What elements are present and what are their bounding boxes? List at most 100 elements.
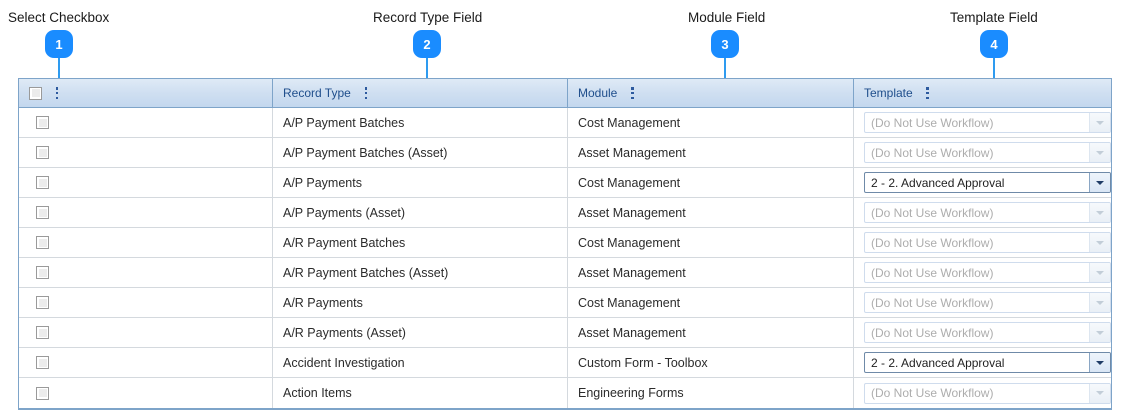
row-select-cell[interactable] bbox=[19, 348, 273, 377]
template-dropdown[interactable]: (Do Not Use Workflow) bbox=[864, 112, 1111, 133]
table-row[interactable]: A/P Payments (Asset)Asset Management (Do … bbox=[19, 198, 1111, 228]
row-checkbox[interactable] bbox=[36, 356, 49, 369]
chevron-down-icon[interactable] bbox=[1089, 353, 1110, 372]
chevron-down-glyph bbox=[1096, 270, 1104, 275]
row-checkbox[interactable] bbox=[36, 386, 49, 400]
cell-record-type: A/P Payment Batches (Asset) bbox=[273, 138, 568, 167]
chevron-down-glyph bbox=[1096, 150, 1104, 155]
template-dropdown[interactable]: (Do Not Use Workflow) bbox=[864, 142, 1111, 163]
column-header-select[interactable] bbox=[19, 79, 273, 107]
row-checkbox[interactable] bbox=[36, 116, 49, 129]
template-dropdown[interactable]: (Do Not Use Workflow) bbox=[864, 232, 1111, 253]
cell-template: (Do Not Use Workflow) bbox=[854, 198, 1111, 227]
row-select-cell[interactable] bbox=[19, 198, 273, 227]
callout-label-4: Template Field bbox=[950, 10, 1038, 25]
template-dropdown[interactable]: (Do Not Use Workflow) bbox=[864, 382, 1111, 404]
template-dropdown[interactable]: (Do Not Use Workflow) bbox=[864, 262, 1111, 283]
callout-stem-1 bbox=[58, 58, 60, 80]
cell-record-type: A/P Payments (Asset) bbox=[273, 198, 568, 227]
callout-badge-2: 2 bbox=[413, 30, 441, 58]
cell-template: (Do Not Use Workflow) bbox=[854, 288, 1111, 317]
column-header-template[interactable]: Template bbox=[854, 79, 1111, 107]
cell-module: Asset Management bbox=[568, 198, 854, 227]
template-dropdown[interactable]: 2 - 2. Advanced Approval bbox=[864, 172, 1111, 193]
chevron-down-icon[interactable] bbox=[1089, 203, 1110, 222]
template-dropdown-value: (Do Not Use Workflow) bbox=[871, 295, 994, 310]
record-type-workflow-table: Record Type Module Template A/P Payment … bbox=[18, 78, 1112, 410]
row-checkbox[interactable] bbox=[36, 266, 49, 279]
row-checkbox[interactable] bbox=[36, 146, 49, 159]
cell-module: Cost Management bbox=[568, 168, 854, 197]
chevron-down-icon[interactable] bbox=[1089, 383, 1110, 403]
column-menu-icon-template[interactable] bbox=[922, 86, 934, 100]
cell-template: (Do Not Use Workflow) bbox=[854, 378, 1111, 408]
template-dropdown-value: (Do Not Use Workflow) bbox=[871, 205, 994, 220]
table-row[interactable]: A/R Payments (Asset)Asset Management(Do … bbox=[19, 318, 1111, 348]
row-select-cell[interactable] bbox=[19, 378, 273, 408]
row-select-cell[interactable] bbox=[19, 318, 273, 347]
row-checkbox[interactable] bbox=[36, 176, 49, 189]
row-select-cell[interactable] bbox=[19, 168, 273, 197]
row-checkbox[interactable] bbox=[36, 296, 49, 309]
table-row[interactable]: A/P Payment Batches (Asset)Asset Managem… bbox=[19, 138, 1111, 168]
row-select-cell[interactable] bbox=[19, 288, 273, 317]
cell-module: Asset Management bbox=[568, 258, 854, 287]
chevron-down-icon[interactable] bbox=[1089, 323, 1110, 342]
cell-module: Custom Form - Toolbox bbox=[568, 348, 854, 377]
template-dropdown[interactable]: (Do Not Use Workflow) bbox=[864, 292, 1111, 313]
row-select-cell[interactable] bbox=[19, 228, 273, 257]
cell-record-type: A/R Payment Batches bbox=[273, 228, 568, 257]
callout-badge-4: 4 bbox=[980, 30, 1008, 58]
template-dropdown-value: (Do Not Use Workflow) bbox=[871, 386, 994, 400]
column-header-record-type[interactable]: Record Type bbox=[273, 79, 568, 107]
cell-template: 2 - 2. Advanced Approval bbox=[854, 168, 1111, 197]
chevron-down-icon[interactable] bbox=[1089, 263, 1110, 282]
chevron-down-icon[interactable] bbox=[1089, 173, 1110, 192]
column-menu-icon-record-type[interactable] bbox=[360, 86, 372, 100]
column-menu-icon-module[interactable] bbox=[626, 86, 638, 100]
cell-module: Asset Management bbox=[568, 138, 854, 167]
template-dropdown-value: (Do Not Use Workflow) bbox=[871, 115, 994, 130]
chevron-down-glyph bbox=[1096, 360, 1104, 365]
template-dropdown[interactable]: (Do Not Use Workflow) bbox=[864, 322, 1111, 343]
callout-badge-1: 1 bbox=[45, 30, 73, 58]
column-header-module[interactable]: Module bbox=[568, 79, 854, 107]
chevron-down-glyph bbox=[1096, 180, 1104, 185]
table-row[interactable]: A/R Payment Batches (Asset)Asset Managem… bbox=[19, 258, 1111, 288]
cell-module: Cost Management bbox=[568, 108, 854, 137]
template-dropdown-value: 2 - 2. Advanced Approval bbox=[871, 175, 1005, 190]
select-all-checkbox[interactable] bbox=[29, 86, 42, 100]
template-dropdown-value: (Do Not Use Workflow) bbox=[871, 235, 994, 250]
row-checkbox[interactable] bbox=[36, 326, 49, 339]
cell-template: (Do Not Use Workflow) bbox=[854, 258, 1111, 287]
callout-stem-4 bbox=[993, 58, 995, 80]
row-select-cell[interactable] bbox=[19, 258, 273, 287]
chevron-down-icon[interactable] bbox=[1089, 293, 1110, 312]
chevron-down-glyph bbox=[1096, 330, 1104, 335]
cell-record-type: A/R Payment Batches (Asset) bbox=[273, 258, 568, 287]
chevron-down-icon[interactable] bbox=[1089, 143, 1110, 162]
callout-stem-3 bbox=[724, 58, 726, 80]
cell-module: Cost Management bbox=[568, 288, 854, 317]
row-select-cell[interactable] bbox=[19, 108, 273, 137]
cell-template: (Do Not Use Workflow) bbox=[854, 318, 1111, 347]
row-checkbox[interactable] bbox=[36, 236, 49, 249]
column-menu-icon-select[interactable] bbox=[51, 86, 63, 100]
cell-module: Asset Management bbox=[568, 318, 854, 347]
cell-template: (Do Not Use Workflow) bbox=[854, 108, 1111, 137]
chevron-down-icon[interactable] bbox=[1089, 233, 1110, 252]
template-dropdown[interactable]: 2 - 2. Advanced Approval bbox=[864, 352, 1111, 373]
cell-module: Cost Management bbox=[568, 228, 854, 257]
row-select-cell[interactable] bbox=[19, 138, 273, 167]
row-checkbox[interactable] bbox=[36, 206, 49, 219]
template-dropdown-value: (Do Not Use Workflow) bbox=[871, 145, 994, 160]
template-dropdown[interactable]: (Do Not Use Workflow) bbox=[864, 202, 1111, 223]
chevron-down-icon[interactable] bbox=[1089, 113, 1110, 132]
